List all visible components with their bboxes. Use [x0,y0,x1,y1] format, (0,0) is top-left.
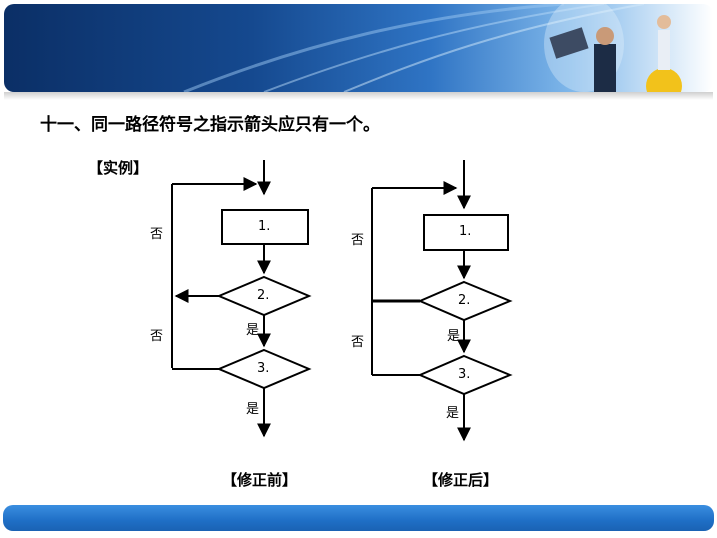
caption-before: 【修正前】 [222,471,298,489]
footer-bar [3,505,714,531]
no-label-2: 否 [150,329,164,344]
box-1-label: 1. [258,219,271,234]
decision-2-label: 2. [257,288,270,303]
banner-graphic [183,4,682,92]
page-title: 十一、同一路径符号之指示箭头应只有一个。 [40,115,380,135]
decision-3-label: 3. [257,361,270,376]
box-1-label: 1. [459,224,472,239]
decision-3-label: 3. [458,367,471,382]
flowchart-after [371,160,513,442]
header-banner [4,4,713,92]
no-label-2: 否 [351,335,365,350]
decision-2-label: 2. [458,293,471,308]
process-box-1 [423,214,509,251]
flowchart-before [171,160,312,438]
yes-label-3: 是 [246,402,260,417]
process-box-1 [221,209,309,245]
yes-label-2: 是 [447,329,461,344]
caption-after: 【修正后】 [423,471,499,489]
example-label: 【实例】 [88,159,149,177]
yes-label-2: 是 [246,323,260,338]
yes-label-3: 是 [446,406,460,421]
banner-shadow [4,92,713,100]
no-label-1: 否 [150,227,164,242]
no-label-1: 否 [351,233,365,248]
